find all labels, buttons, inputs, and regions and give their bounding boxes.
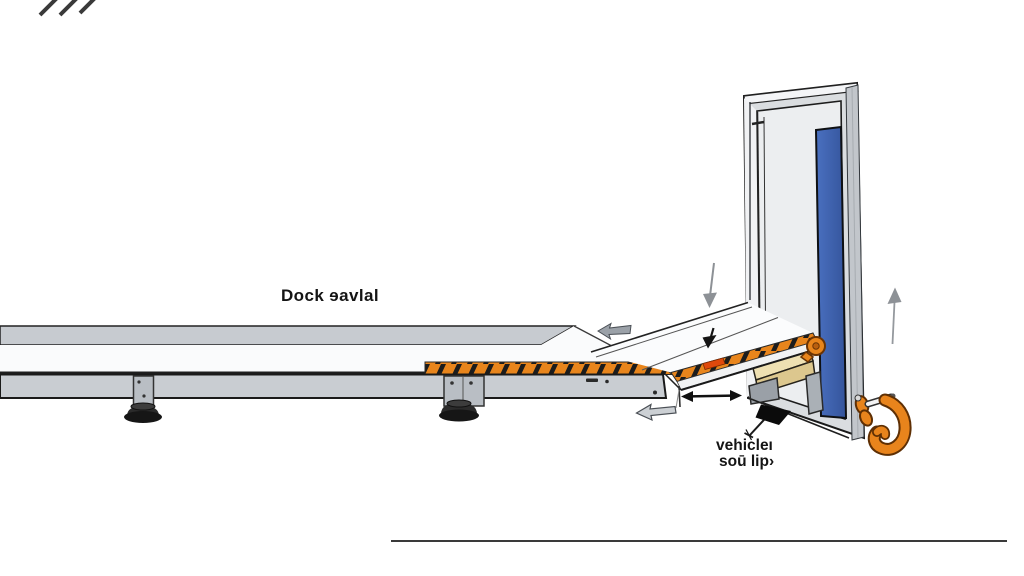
lip-alert-patch <box>702 357 726 370</box>
vehicle-lip-callout: vehicleı soū lip› <box>716 438 774 470</box>
dock-lip-ramp <box>590 301 826 391</box>
annotations <box>597 262 902 441</box>
leg-bolt <box>142 394 146 398</box>
lip-roller-hub <box>812 342 820 350</box>
hook-body <box>869 395 910 454</box>
hazard-stripe-dock <box>424 361 674 375</box>
gray-block-right <box>805 371 824 415</box>
door-frame <box>742 81 866 441</box>
lip-far-edge <box>590 301 749 353</box>
lip-roller-tail <box>799 351 815 363</box>
down-left-arrow-icon <box>635 389 680 422</box>
lip-top-surface <box>591 302 813 373</box>
foot-cap <box>446 399 472 408</box>
left-arrow-marker-icon <box>597 322 632 341</box>
fascia-bolt <box>653 390 657 395</box>
dock-platform <box>0 325 674 399</box>
hook-tip <box>873 426 889 439</box>
down-arrow-gray-icon <box>703 262 717 308</box>
lip-far-edge-inner <box>595 306 753 358</box>
dock-label: Dock ɘavlal <box>281 286 379 305</box>
hook-shackle-dot <box>854 394 862 402</box>
fascia-bolt <box>605 379 609 384</box>
hook-clevis <box>858 409 874 427</box>
dock-back-rail <box>0 325 577 346</box>
lifting-hook-icon <box>854 393 912 456</box>
foot-cap <box>130 402 156 411</box>
wall-hatch-marks <box>38 0 96 17</box>
leg-post <box>132 375 155 408</box>
leg-bolt <box>137 380 141 384</box>
leg-bolt <box>450 381 454 385</box>
jamb-top-tick <box>751 120 765 126</box>
lip-bottom-edge <box>680 347 820 391</box>
frame-inner-bottom-edge <box>750 398 850 439</box>
down-arrow-black-icon <box>702 327 717 349</box>
dock-fascia <box>0 373 668 399</box>
foot-base <box>439 409 479 422</box>
flag-pointer-icon <box>744 404 791 441</box>
support-legs <box>124 375 485 423</box>
frame-right-face-seam <box>851 86 859 439</box>
gray-block-left <box>748 377 780 405</box>
leg-bolt <box>469 381 473 385</box>
fascia-slot <box>586 378 598 382</box>
callout-line-1: vehicleı <box>716 437 773 454</box>
foot-base <box>124 411 162 423</box>
dock-surface <box>0 326 663 373</box>
callout-line-2: soū lip› <box>719 453 775 470</box>
span-double-arrow-icon <box>678 385 742 408</box>
up-arrow-gray-icon <box>887 287 902 345</box>
